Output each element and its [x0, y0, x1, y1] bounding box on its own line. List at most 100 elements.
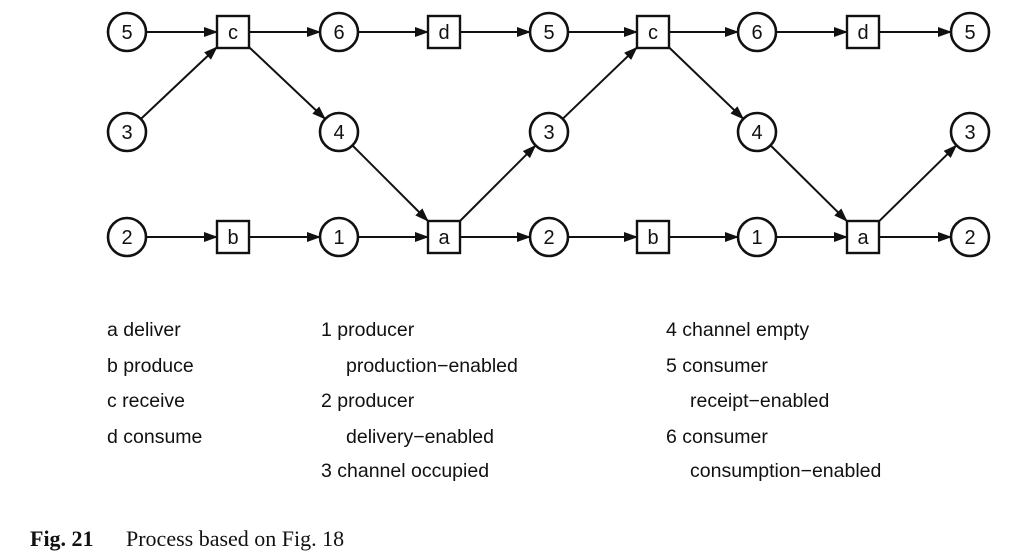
place-circle [528, 216, 570, 258]
legend-item-continuation: receipt−enabled [690, 390, 829, 412]
node-label: a [857, 227, 869, 249]
place-circle [106, 216, 148, 258]
place-circle [318, 216, 360, 258]
node-label: 1 [751, 227, 762, 249]
place-circle [528, 11, 570, 53]
edge-arrow [562, 46, 638, 120]
place-node: 2 [528, 216, 570, 258]
transition-box [845, 14, 881, 50]
legend-item: a deliver [107, 319, 181, 341]
legend-item-continuation: production−enabled [346, 355, 518, 377]
transition-box [215, 14, 251, 50]
legend-item: 5 consumer [666, 355, 768, 377]
node-label: 3 [964, 122, 975, 144]
legend-item: b produce [107, 355, 194, 377]
place-circle [949, 11, 991, 53]
place-circle [318, 111, 360, 153]
edges [140, 27, 958, 242]
transition-box [845, 219, 881, 255]
node-label: b [647, 227, 658, 249]
place-node: 4 [318, 111, 360, 153]
place-node: 6 [736, 11, 778, 53]
place-node: 3 [106, 111, 148, 153]
node-label: a [438, 227, 450, 249]
node-label: 6 [751, 22, 762, 44]
legend-item: 1 producer [321, 319, 415, 341]
edge-arrow [459, 144, 537, 222]
place-node: 3 [528, 111, 570, 153]
transition-node: d [845, 14, 881, 50]
edge-arrow [140, 46, 218, 120]
place-node: 5 [106, 11, 148, 53]
legend-column-places-1: 1 producer production−enabled 2 producer… [321, 319, 518, 482]
place-circle [736, 216, 778, 258]
place-circle [106, 11, 148, 53]
node-label: 5 [543, 22, 554, 44]
node-label: 6 [333, 22, 344, 44]
node-label: 5 [121, 22, 132, 44]
legend-item: 6 consumer [666, 426, 768, 448]
legend-item: 4 channel empty [666, 319, 809, 341]
node-label: d [857, 22, 868, 44]
place-circle [736, 11, 778, 53]
place-node: 5 [949, 11, 991, 53]
place-circle [528, 111, 570, 153]
transition-box [635, 219, 671, 255]
legend-item: d consume [107, 426, 202, 448]
place-node: 3 [949, 111, 991, 153]
legend-column-places-2: 4 channel empty 5 consumer receipt−enabl… [666, 319, 881, 482]
transition-box [426, 14, 462, 50]
legend-item: 3 channel occupied [321, 460, 489, 482]
node-label: 2 [964, 227, 975, 249]
caption-label: Fig. 21 [30, 526, 94, 551]
transition-node: d [426, 14, 462, 50]
node-label: b [227, 227, 238, 249]
node-label: 3 [121, 122, 132, 144]
edge-arrow [769, 144, 848, 222]
transition-box [215, 219, 251, 255]
place-circle [736, 111, 778, 153]
edge-arrow [351, 144, 429, 222]
place-node: 2 [949, 216, 991, 258]
caption-text: Process based on Fig. 18 [126, 526, 344, 551]
legend: a deliver b produce c receive d consume … [107, 319, 881, 482]
place-node: 5 [528, 11, 570, 53]
transition-node: c [635, 14, 671, 50]
node-label: d [438, 22, 449, 44]
place-node: 2 [106, 216, 148, 258]
node-label: 1 [333, 227, 344, 249]
node-label: 2 [121, 227, 132, 249]
place-node: 1 [318, 216, 360, 258]
node-label: 5 [964, 22, 975, 44]
transition-box [635, 14, 671, 50]
transition-node: b [635, 219, 671, 255]
place-circle [949, 216, 991, 258]
edge-arrow [668, 46, 745, 120]
place-node: 1 [736, 216, 778, 258]
figure-caption: Fig. 21 Process based on Fig. 18 [30, 526, 344, 551]
place-circle [318, 11, 360, 53]
legend-item: c receive [107, 390, 185, 412]
node-label: 3 [543, 122, 554, 144]
place-circle [949, 111, 991, 153]
node-label: 4 [333, 122, 344, 144]
place-node: 4 [736, 111, 778, 153]
transition-box [426, 219, 462, 255]
edge-arrow [878, 144, 958, 223]
transition-node: c [215, 14, 251, 50]
place-circle [106, 111, 148, 153]
nodes: 5 c 6 d 5 c 6 d 5 3 4 3 4 3 2 b 1 a 2 b 1 a 2 [106, 11, 991, 258]
transition-node: b [215, 219, 251, 255]
transition-node: a [845, 219, 881, 255]
transition-node: a [426, 219, 462, 255]
node-label: c [228, 22, 238, 44]
node-label: 2 [543, 227, 554, 249]
legend-item-continuation: consumption−enabled [690, 460, 881, 482]
place-node: 6 [318, 11, 360, 53]
legend-column-transitions: a deliver b produce c receive d consume [107, 319, 202, 448]
edge-arrow [248, 46, 326, 120]
node-label: 4 [751, 122, 762, 144]
legend-item-continuation: delivery−enabled [346, 426, 494, 448]
node-label: c [648, 22, 658, 44]
